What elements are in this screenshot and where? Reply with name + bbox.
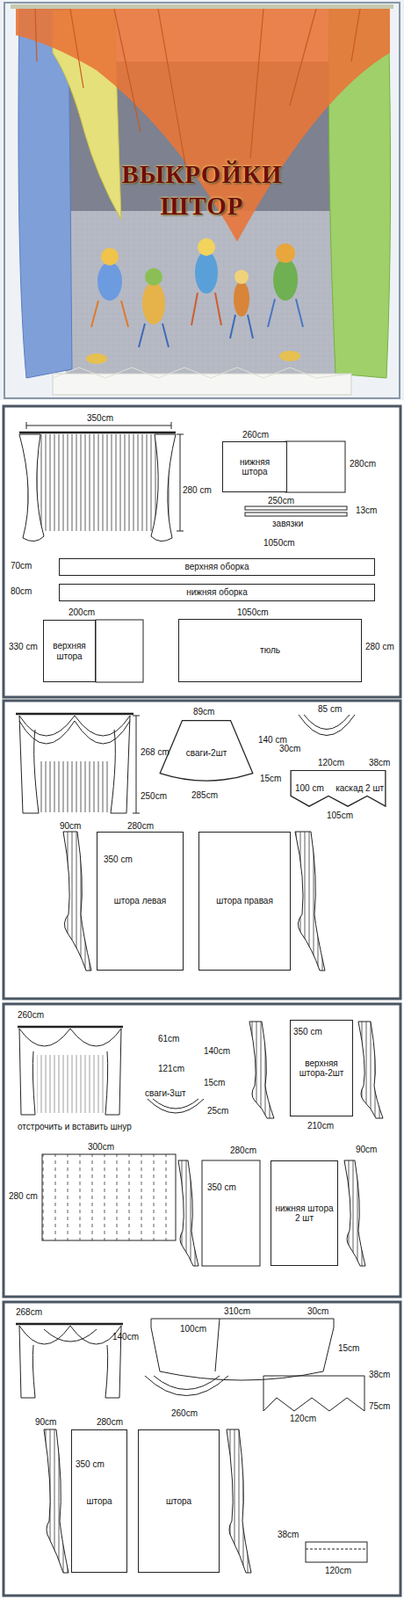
- pattern-piece: нижняя штора: [222, 440, 288, 492]
- dimension: 120cm: [289, 1412, 317, 1423]
- photo: [0, 0, 404, 400]
- dimension: 280 cm: [8, 1190, 38, 1201]
- pattern-piece: нижняя оборка: [58, 583, 376, 601]
- piece-name: каскад 2 шт: [332, 780, 387, 795]
- piece-name: нижняя штора 2 шт: [271, 1200, 338, 1225]
- dimension: 25cm: [207, 1104, 229, 1116]
- dimension: 268cm: [15, 1305, 43, 1317]
- dimension: 120cm: [324, 1564, 352, 1575]
- pattern-piece: тюль: [178, 618, 362, 682]
- dimension: 280cm: [127, 820, 154, 831]
- dimension: 100cm: [180, 1322, 207, 1334]
- dimension: 90cm: [35, 1415, 57, 1427]
- dimension: 330 cm: [8, 641, 38, 652]
- dimension: 90cm: [355, 1143, 377, 1155]
- dimension: 350cm: [86, 412, 114, 424]
- dimension: 280 cm: [182, 484, 212, 496]
- dimension: 15cm: [338, 1341, 360, 1353]
- dimension: 121cm: [158, 1062, 185, 1074]
- dimension: 300cm: [87, 1140, 115, 1152]
- dimension: 89cm: [193, 706, 215, 717]
- dimension: 280cm: [96, 1415, 123, 1427]
- piece-name: верхняя штора-2шт: [290, 1055, 353, 1080]
- dimension: 140cm: [112, 1330, 139, 1342]
- pattern-piece: штора: [71, 1428, 128, 1572]
- dimension: 285cm: [191, 789, 218, 801]
- dimension: 140cm: [203, 1045, 231, 1056]
- piece-name: сваги-2шт: [183, 745, 231, 760]
- piece-name: тюль: [257, 642, 283, 657]
- dimension: 260cm: [17, 1009, 44, 1020]
- pattern-piece: нижняя штора 2 шт: [270, 1159, 339, 1265]
- piece-name: нижняя штора: [223, 454, 287, 479]
- dimension: 13cm: [355, 505, 377, 516]
- dimension: 85 cm: [317, 703, 342, 715]
- dimension: 1050cm: [263, 537, 296, 549]
- note: отстрочить и вставить шнур: [17, 1120, 167, 1132]
- piece-name: штора левая: [111, 893, 170, 908]
- pattern-piece: штора: [137, 1428, 220, 1572]
- pattern-piece: верхняя штора: [43, 619, 96, 682]
- piece-name: штора: [163, 1493, 195, 1508]
- title: ВЫКРОЙКИ ШТОР: [109, 158, 295, 223]
- dimension: 70cm: [10, 560, 32, 571]
- piece-name: штора: [83, 1493, 115, 1508]
- dimension: 200cm: [68, 606, 95, 618]
- pattern-piece: верхняя оборка: [58, 557, 376, 576]
- dimension: 350 cm: [293, 1025, 323, 1037]
- dimension: 250cm: [267, 495, 295, 506]
- pattern-piece: штора левая: [96, 830, 184, 970]
- pattern-piece: сваги-2шт: [158, 718, 255, 787]
- dimension: 120cm: [317, 757, 345, 768]
- dimension: завязки: [272, 518, 303, 529]
- dimension: 80cm: [10, 585, 32, 597]
- dimension: 250cm: [140, 790, 167, 801]
- dimension: 61cm: [158, 1032, 180, 1044]
- dimension: 350 cm: [207, 1181, 237, 1192]
- piece-name: верхняя оборка: [182, 559, 253, 574]
- dimension: 38cm: [368, 1368, 390, 1379]
- dimension: 260cm: [242, 429, 269, 441]
- dimension: 140 cm: [258, 734, 288, 745]
- dimension: 75cm: [368, 1399, 390, 1411]
- piece-name: нижняя оборка: [183, 584, 251, 599]
- dimension: 100 cm: [295, 782, 325, 794]
- dimension: 38cm: [277, 1528, 299, 1539]
- dimension: 280cm: [349, 458, 376, 469]
- dimension: 30cm: [279, 743, 301, 754]
- pattern-piece: штора правая: [198, 830, 291, 970]
- dimension: 1050cm: [237, 606, 269, 618]
- piece-name: верхняя штора: [43, 638, 95, 663]
- dimension: 210cm: [307, 1119, 334, 1131]
- dimension: 268 cm: [140, 746, 170, 758]
- dimension: сваги-3шт: [144, 1087, 187, 1098]
- dimension: 280cm: [230, 1144, 257, 1155]
- pattern-sketches: [15, 421, 383, 1572]
- panel-frames: [3, 405, 401, 1595]
- dimension: 30cm: [307, 1305, 329, 1316]
- dimension: 260cm: [171, 1406, 198, 1418]
- piece-name: штора правая: [213, 893, 276, 908]
- dimension: 310cm: [223, 1305, 251, 1316]
- dimension: 280 cm: [365, 641, 395, 652]
- dimension: 90cm: [59, 820, 81, 831]
- dimension: 350 cm: [75, 1457, 105, 1469]
- dimension: 38cm: [368, 757, 390, 768]
- dimension: 105cm: [326, 809, 354, 821]
- dimension: 15cm: [203, 1076, 225, 1088]
- dimension: 350 cm: [103, 853, 133, 865]
- dimension: 15cm: [259, 772, 282, 784]
